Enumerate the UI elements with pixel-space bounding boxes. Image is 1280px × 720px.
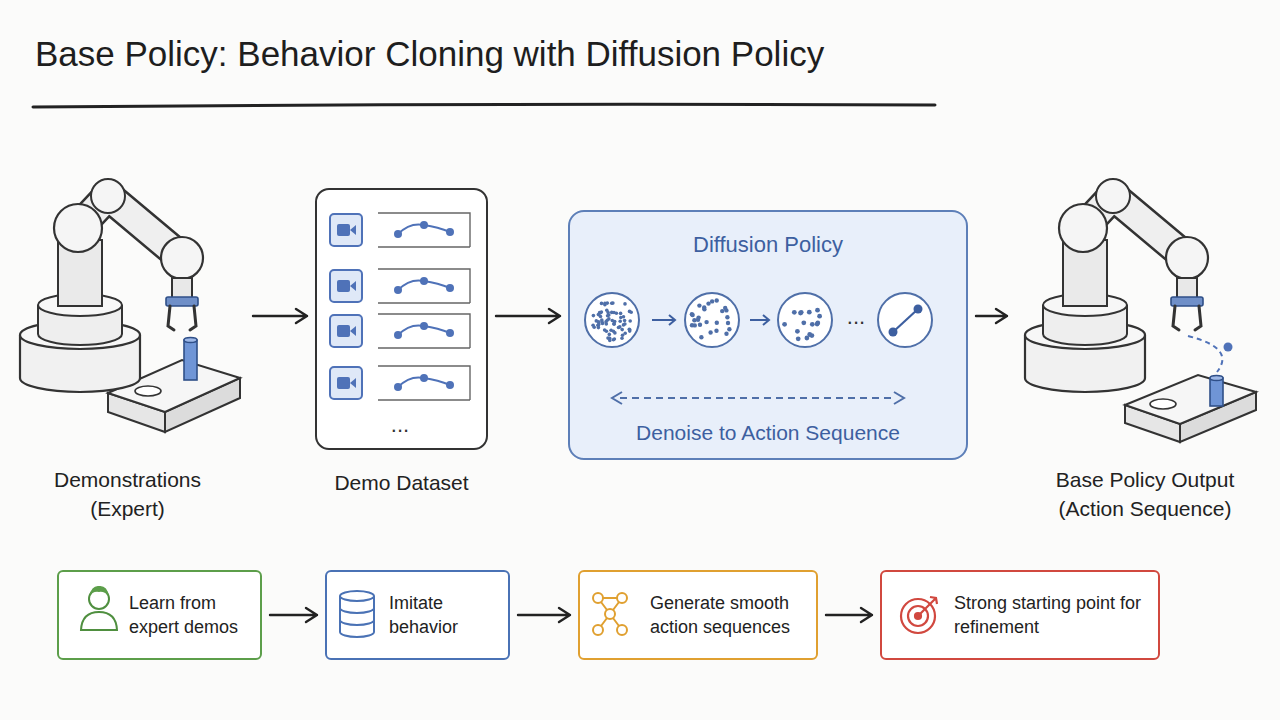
flow-arrow	[253, 309, 307, 323]
node-label: Learn from expert demos	[129, 591, 248, 640]
robot-arm	[1025, 179, 1256, 442]
flow-arrow	[518, 608, 570, 622]
flow-arrow	[270, 608, 317, 622]
flow-arrow	[496, 309, 560, 323]
node-label: Generate smooth action sequences	[650, 591, 804, 640]
node-label: Demonstrations (Expert)	[10, 465, 245, 524]
ellipsis-label: ...	[391, 412, 409, 438]
target-icon	[901, 597, 937, 633]
step-box: Learn from expert demos	[57, 570, 262, 660]
dataset-box: Demo Dataset	[315, 188, 488, 450]
policy-box: Diffusion PolicyDenoise to Action Sequen…	[568, 210, 968, 460]
node-label: Imitate behavior	[389, 591, 496, 640]
diagram-title: Base Policy: Behavior Cloning with Diffu…	[35, 34, 824, 74]
denoise-steps	[585, 293, 932, 404]
demo-rows	[330, 213, 470, 400]
node-subtitle: Denoise to Action Sequence	[570, 418, 966, 447]
node-label: Diffusion Policy	[570, 230, 966, 261]
person-icon	[81, 586, 117, 630]
ellipsis-label: ...	[847, 304, 865, 330]
network-icon	[593, 593, 627, 635]
step-box: Strong starting point for refinement	[880, 570, 1160, 660]
output-figure: Base Policy Output (Action Sequence)	[1015, 175, 1275, 520]
title-underline	[33, 104, 935, 107]
demonstration-figure: Demonstrations (Expert)	[10, 175, 245, 520]
node-label: Base Policy Output (Action Sequence)	[1015, 465, 1275, 524]
node-label: Demo Dataset	[297, 468, 506, 497]
flow-arrow	[976, 309, 1007, 323]
step-box: Generate smooth action sequences	[578, 570, 818, 660]
node-label: Strong starting point for refinement	[954, 591, 1146, 640]
step-box: Imitate behavior	[325, 570, 510, 660]
flow-arrow	[826, 608, 872, 622]
database-icon	[340, 591, 374, 637]
robot-arm	[20, 179, 240, 432]
